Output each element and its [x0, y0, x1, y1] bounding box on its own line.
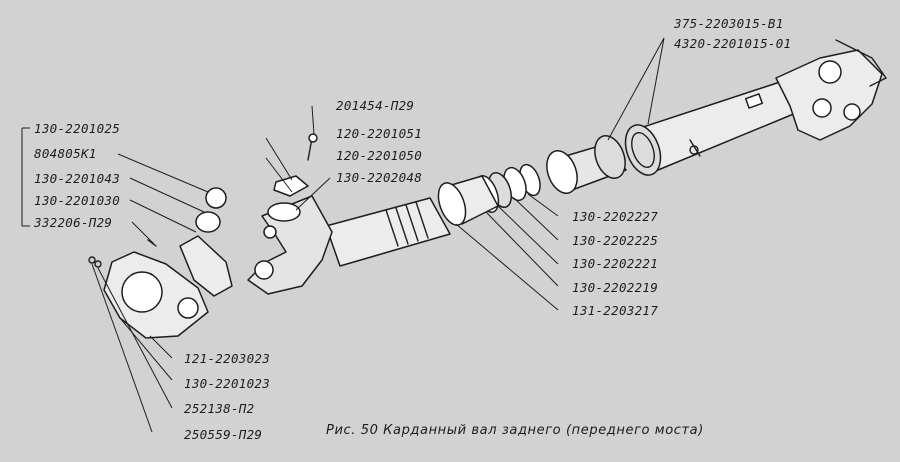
label-130-2201023: 130-2201023 — [184, 376, 271, 391]
label-130-2202219: 130-2202219 — [572, 280, 659, 295]
label-332206-p29: 332206-П29 — [34, 215, 113, 230]
label-130-2201030: 130-2201030 — [34, 193, 121, 208]
lock-plate-and-bolt — [273, 133, 318, 197]
label-201454-p29: 201454-П29 — [336, 98, 415, 113]
cardan-cross-and-flange — [88, 187, 233, 339]
label-375-2203015: 375-2203015-В1 — [674, 16, 784, 31]
label-121-2203023: 121-2203023 — [184, 351, 271, 366]
label-130-2201025: 130-2201025 — [34, 121, 121, 136]
label-804805k1: 804805К1 — [34, 146, 97, 161]
label-131-2203217: 131-2203217 — [572, 303, 659, 318]
label-130-2202221: 130-2202221 — [572, 256, 659, 271]
label-130-2201043: 130-2201043 — [34, 171, 121, 186]
leader-lines — [21, 37, 665, 433]
label-130-2202227: 130-2202227 — [572, 209, 659, 224]
label-4320-2201015: 4320-2201015-01 — [674, 36, 792, 51]
label-120-2201051: 120-2201051 — [336, 126, 423, 141]
figure-caption: Рис. 50 Карданный вал заднего (переднего… — [326, 423, 704, 438]
splined-shaft — [247, 195, 451, 295]
spline-sleeve — [546, 135, 627, 194]
label-252138-p2: 252138-П2 — [184, 401, 255, 416]
tube-and-yoke-assembly — [624, 39, 887, 176]
label-130-2202048: 130-2202048 — [336, 170, 423, 185]
label-250559-p29: 250559-П29 — [184, 427, 263, 442]
label-120-2201050: 120-2201050 — [336, 148, 423, 163]
label-130-2202225: 130-2202225 — [572, 233, 659, 248]
seal-rings — [437, 163, 541, 226]
